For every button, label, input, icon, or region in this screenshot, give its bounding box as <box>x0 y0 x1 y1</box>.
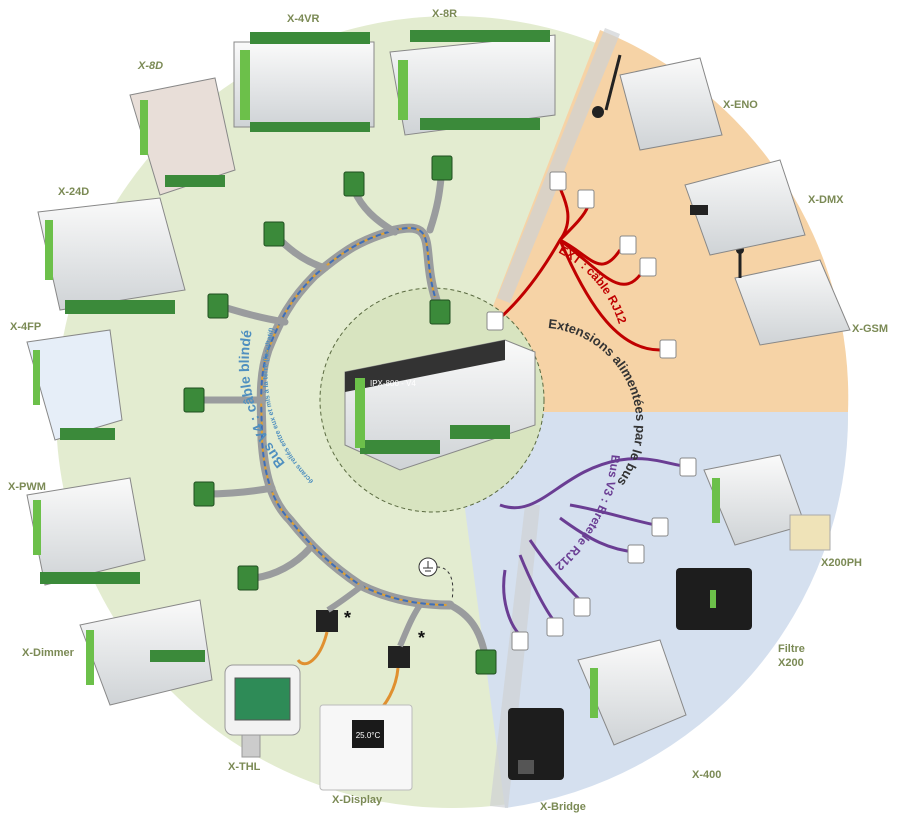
label-x8r: X-8R <box>432 8 457 20</box>
rj12-connectors-ext <box>486 171 677 359</box>
module-x24d <box>37 197 186 314</box>
module-xdisplay: 25.0°C <box>319 704 413 791</box>
center-module-label: IPX-800 - V4 <box>370 379 416 388</box>
terminal-block <box>193 481 215 507</box>
label-xdimmer: X-Dimmer <box>22 647 75 659</box>
terminal-block <box>263 221 285 247</box>
label-xdisplay: X-Display <box>332 794 383 806</box>
label-x8d: X-8D <box>137 60 163 72</box>
label-x4vr: X-4VR <box>287 13 319 25</box>
module-x4vr <box>233 32 375 132</box>
terminal-block <box>237 565 259 591</box>
rj12-connector <box>511 631 529 651</box>
label-xpwm: X-PWM <box>8 481 46 493</box>
label-xbridge: X-Bridge <box>540 801 586 813</box>
terminal-block <box>429 299 451 325</box>
module-xeno <box>592 54 723 151</box>
label-xthl: X-THL <box>228 761 261 773</box>
module-xdmx <box>684 159 806 256</box>
display-temperature: 25.0°C <box>356 731 381 740</box>
divider-band <box>497 28 620 303</box>
module-x4fp <box>26 329 123 441</box>
module-xbridge <box>508 708 564 780</box>
rj12-connector <box>639 257 657 277</box>
rj12-connector <box>577 189 595 209</box>
label-filtre-line2: X200 <box>778 657 804 669</box>
terminal-blocks <box>183 155 497 675</box>
module-x8r <box>389 30 556 136</box>
label-x4fp: X-4FP <box>10 321 41 333</box>
rj12-connector <box>651 517 669 537</box>
junction-block <box>388 646 410 668</box>
rj12-connector <box>573 597 591 617</box>
rj12-connector <box>486 311 504 331</box>
label-xeno: X-ENO <box>723 99 758 111</box>
module-xdimmer <box>79 599 213 706</box>
rj12-connector <box>549 171 567 191</box>
terminal-block <box>431 155 453 181</box>
label-x200ph: X200PH <box>821 557 862 569</box>
rj12-connector <box>619 235 637 255</box>
module-x200ph <box>703 454 831 551</box>
module-xthl <box>224 664 301 758</box>
label-filtre-line1: Filtre <box>778 643 805 655</box>
module-filtre <box>676 568 752 630</box>
terminal-block <box>183 387 205 413</box>
label-x24d: X-24D <box>58 186 89 198</box>
junction-block <box>316 610 338 632</box>
ground-icon <box>418 557 454 601</box>
terminal-block <box>475 649 497 675</box>
module-x400 <box>577 639 687 746</box>
rj12-connector <box>659 339 677 359</box>
rj12-connectors-v3 <box>511 457 697 651</box>
rj12-connector <box>627 544 645 564</box>
asterisk-note: * <box>418 628 425 648</box>
ext-cables <box>498 187 661 352</box>
rj12-connector <box>546 617 564 637</box>
label-x400: X-400 <box>692 769 721 781</box>
label-xdmx: X-DMX <box>808 194 844 206</box>
asterisk-note: * <box>344 608 351 628</box>
rj12-connector <box>679 457 697 477</box>
label-xgsm: X-GSM <box>852 323 888 335</box>
module-x8d <box>129 77 236 196</box>
divider-band-lower <box>490 505 540 808</box>
ipx800-module: IPX-800 - V4 <box>344 339 536 471</box>
terminal-block <box>207 293 229 319</box>
module-xpwm <box>26 477 146 586</box>
terminal-block <box>343 171 365 197</box>
